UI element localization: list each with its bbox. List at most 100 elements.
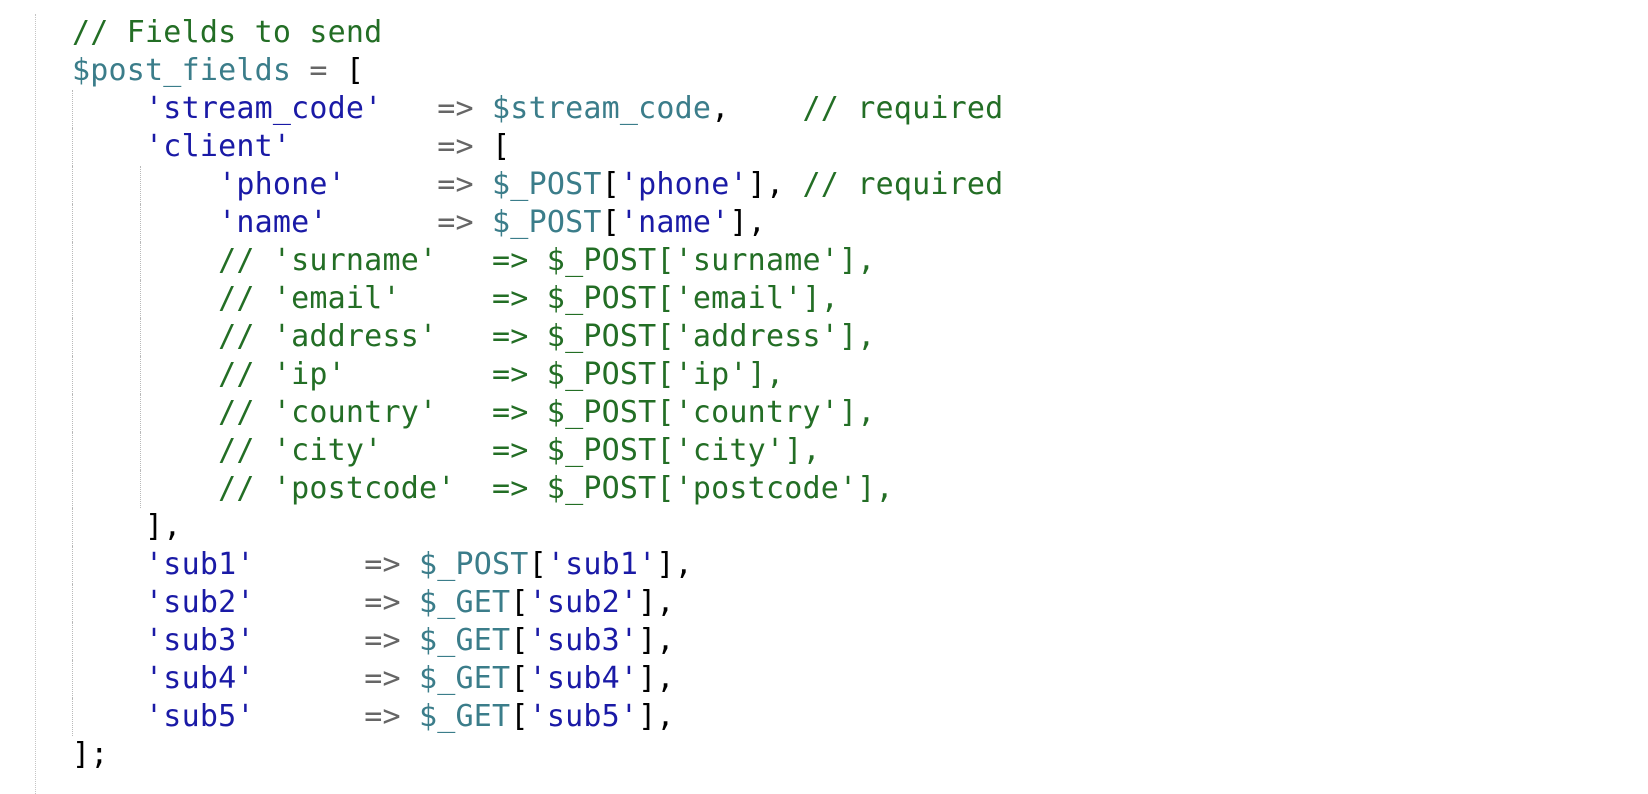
code-punctuation: [	[473, 129, 511, 164]
code-line: // 'email' => $_POST['email'],	[72, 280, 1003, 318]
indent-guide	[72, 698, 73, 736]
code-block[interactable]: // Fields to send$post_fields = [ 'strea…	[72, 14, 1003, 774]
indent-guide	[140, 470, 141, 508]
code-whitespace	[72, 281, 218, 316]
code-variable: $_POST	[492, 205, 602, 240]
code-punctuation: [	[601, 167, 620, 202]
code-whitespace	[401, 547, 419, 582]
code-line: 'sub4' => $_GET['sub4'],	[72, 660, 1003, 698]
code-line: 'sub2' => $_GET['sub2'],	[72, 584, 1003, 622]
code-punctuation: ],	[729, 205, 766, 240]
indent-guide	[72, 660, 73, 698]
code-string: 'sub5'	[528, 699, 639, 734]
indent-guide	[72, 584, 73, 622]
code-operator: =>	[437, 91, 474, 126]
indent-guide	[72, 204, 73, 242]
code-comment: // required	[802, 167, 1004, 202]
code-whitespace	[72, 433, 218, 468]
code-string: 'stream_code'	[145, 91, 383, 126]
code-line: $post_fields = [	[72, 52, 1003, 90]
code-string: 'sub5'	[145, 699, 255, 734]
code-whitespace	[255, 661, 365, 696]
code-whitespace	[72, 129, 145, 164]
code-whitespace	[255, 623, 365, 658]
code-operator: =>	[437, 205, 474, 240]
code-punctuation: [	[601, 205, 620, 240]
code-operator: =>	[364, 699, 401, 734]
code-line: // 'city' => $_POST['city'],	[72, 432, 1003, 470]
code-whitespace	[72, 167, 218, 202]
code-whitespace	[291, 129, 437, 164]
code-line: 'name' => $_POST['name'],	[72, 204, 1003, 242]
code-whitespace	[328, 205, 438, 240]
code-punctuation: ],	[638, 585, 675, 620]
code-whitespace	[72, 243, 218, 278]
code-whitespace	[72, 205, 218, 240]
code-operator: =>	[437, 129, 474, 164]
indent-guide	[72, 318, 73, 356]
code-operator: =>	[364, 623, 401, 658]
code-whitespace	[72, 585, 145, 620]
code-punctuation: [	[510, 585, 529, 620]
code-string: 'phone'	[218, 167, 346, 202]
code-line: // 'country' => $_POST['country'],	[72, 394, 1003, 432]
indent-guide	[140, 432, 141, 470]
code-whitespace	[474, 91, 492, 126]
code-whitespace	[72, 395, 218, 430]
code-operator: =	[309, 53, 328, 88]
indent-guide	[140, 280, 141, 318]
code-line: // Fields to send	[72, 14, 1003, 52]
code-variable: $post_fields	[72, 53, 292, 88]
code-whitespace	[72, 319, 218, 354]
code-punctuation: [	[510, 699, 529, 734]
code-variable: $_POST	[419, 547, 529, 582]
code-variable: $_GET	[419, 699, 511, 734]
code-variable: $stream_code	[492, 91, 712, 126]
code-whitespace	[291, 53, 309, 88]
code-whitespace	[255, 547, 365, 582]
code-whitespace	[72, 91, 145, 126]
code-punctuation: ],	[656, 547, 693, 582]
code-string: 'phone'	[619, 167, 748, 202]
code-punctuation: [	[510, 623, 529, 658]
code-comment: // required	[802, 91, 1004, 126]
code-string: 'sub4'	[528, 661, 639, 696]
code-string: 'sub1'	[145, 547, 255, 582]
indent-guide	[140, 394, 141, 432]
indent-guide	[72, 166, 73, 204]
code-punctuation: ];	[72, 737, 109, 772]
code-line: 'phone' => $_POST['phone'], // required	[72, 166, 1003, 204]
indent-guide	[72, 432, 73, 470]
code-line: 'sub1' => $_POST['sub1'],	[72, 546, 1003, 584]
code-variable: $_GET	[419, 623, 511, 658]
code-line: ];	[72, 736, 1003, 774]
code-comment: // 'country' => $_POST['country'],	[218, 395, 876, 430]
code-punctuation: ],	[638, 661, 675, 696]
code-operator: =>	[364, 547, 401, 582]
code-whitespace	[72, 661, 145, 696]
indent-guide	[72, 280, 73, 318]
code-variable: $_GET	[419, 585, 511, 620]
code-whitespace	[382, 91, 437, 126]
indent-guide	[72, 470, 73, 508]
code-whitespace	[255, 585, 365, 620]
code-whitespace	[474, 167, 492, 202]
indent-guide	[140, 318, 141, 356]
indent-guide	[72, 546, 73, 584]
indent-guide	[72, 394, 73, 432]
indent-guide	[72, 508, 73, 546]
code-punctuation: ],	[638, 623, 675, 658]
code-comment: // 'surname' => $_POST['surname'],	[218, 243, 876, 278]
code-whitespace	[72, 623, 145, 658]
code-whitespace	[474, 205, 492, 240]
indent-guide	[72, 356, 73, 394]
code-variable: $_GET	[419, 661, 511, 696]
code-whitespace	[72, 699, 145, 734]
code-punctuation: ],	[638, 699, 675, 734]
code-line: // 'address' => $_POST['address'],	[72, 318, 1003, 356]
code-whitespace	[72, 471, 218, 506]
code-comment: // 'address' => $_POST['address'],	[218, 319, 876, 354]
code-whitespace	[401, 585, 419, 620]
code-string: 'sub2'	[528, 585, 639, 620]
